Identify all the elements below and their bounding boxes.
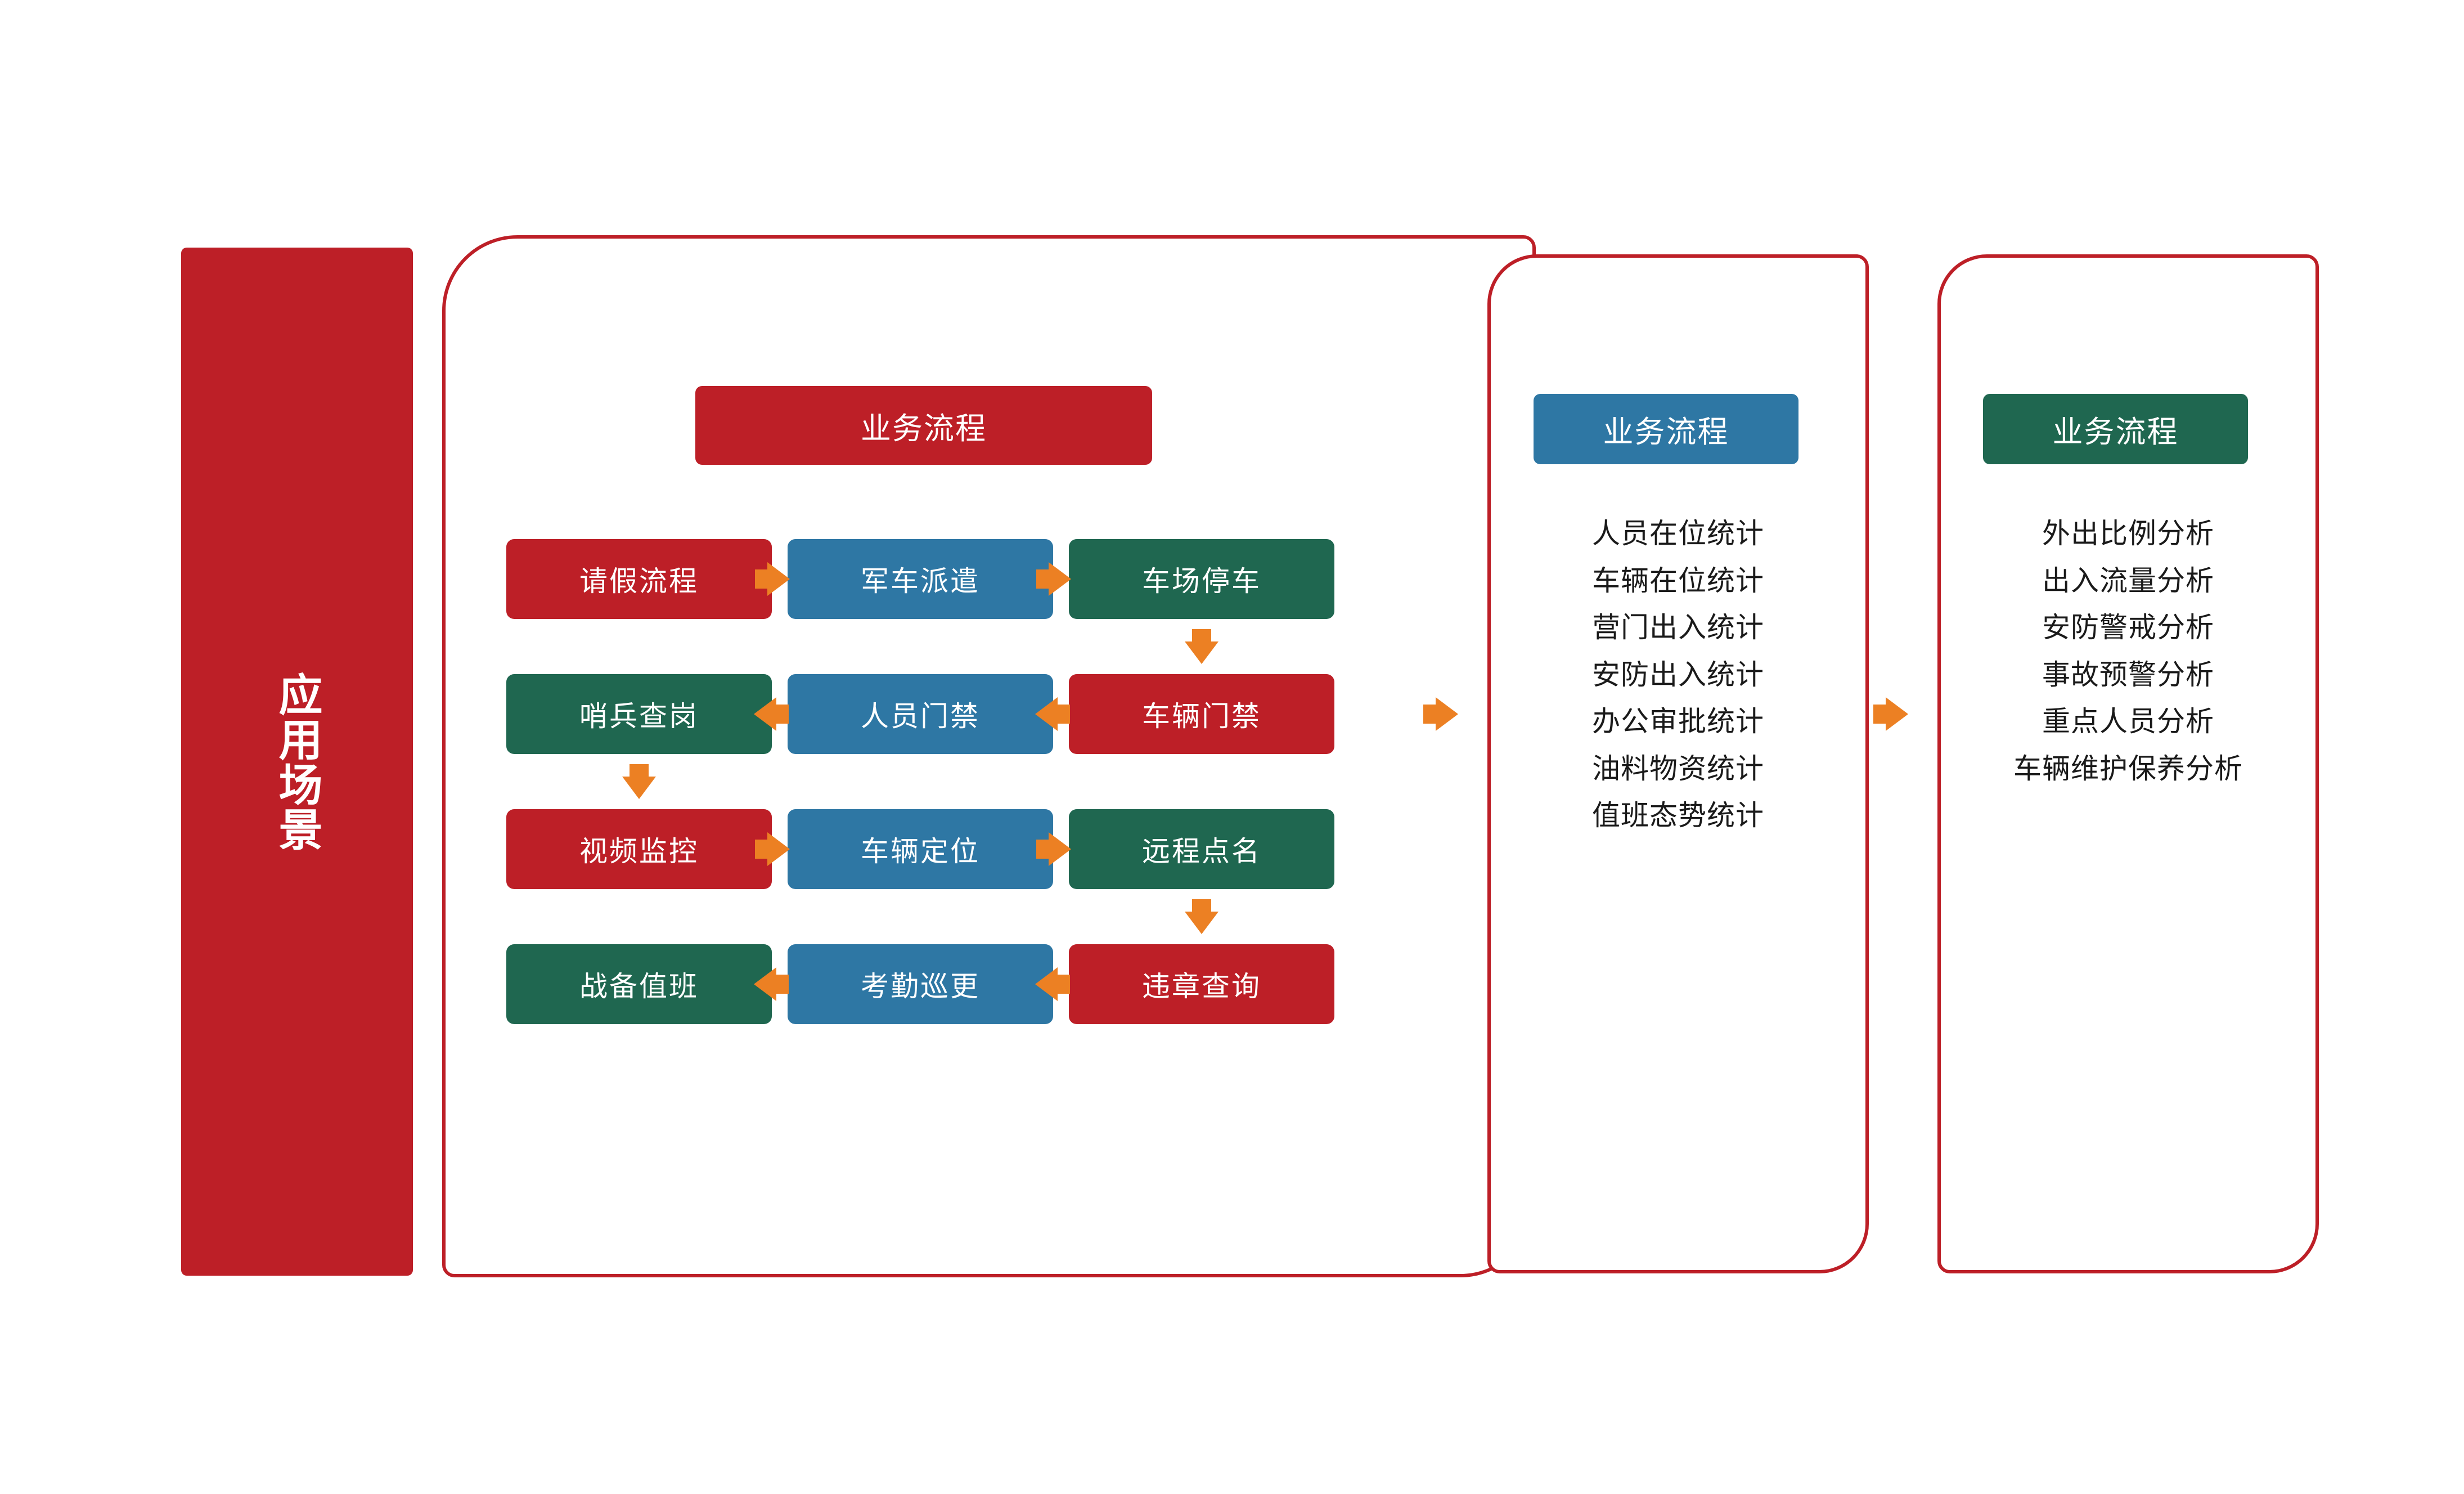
list-item[interactable]: 值班态势统计 — [1592, 800, 1764, 831]
arrow-panel1-to-panel2 — [1436, 697, 1458, 731]
flow-box-remote-roll-call[interactable]: 远程点名 — [1069, 809, 1334, 889]
list-item[interactable]: 事故预警分析 — [2042, 658, 2214, 690]
flow-box-leave-process[interactable]: 请假流程 — [506, 539, 772, 619]
flow-box-label: 考勤巡更 — [861, 971, 980, 1002]
analysis-panel-header-label: 业务流程 — [2052, 415, 2179, 449]
arrow-right-r1a — [767, 562, 790, 596]
arrow-right-tail-r1b — [1036, 569, 1049, 589]
arrow-right-tail-r1a — [755, 569, 767, 589]
flow-box-violation-query[interactable]: 违章查询 — [1069, 944, 1334, 1024]
arrow-left-tail-r2a — [776, 705, 789, 724]
flow-box-personnel-access[interactable]: 人员门禁 — [788, 674, 1053, 754]
list-item[interactable]: 外出比例分析 — [2042, 518, 2214, 549]
arrow-left-r2a — [754, 697, 776, 731]
arrow-down-c3b — [1185, 912, 1218, 934]
flow-panel-header: 业务流程 — [695, 386, 1152, 465]
stats-item-list: 人员在位统计 车辆在位统计 营门出入统计 安防出入统计 办公审批统计 油料物资统… — [1487, 518, 1869, 832]
flow-box-label: 违章查询 — [1142, 971, 1261, 1002]
flow-box-label: 军车派遣 — [861, 566, 980, 597]
list-item[interactable]: 安防警戒分析 — [2042, 612, 2214, 643]
arrow-left-r2b — [1035, 697, 1058, 731]
arrow-down-c1 — [622, 777, 656, 799]
arrow-right-r3b — [1049, 832, 1071, 866]
flow-box-parking-lot[interactable]: 车场停车 — [1069, 539, 1334, 619]
list-item[interactable]: 安防出入统计 — [1592, 658, 1764, 690]
arrow-right-r1b — [1049, 562, 1071, 596]
list-item[interactable]: 人员在位统计 — [1592, 518, 1764, 549]
stats-panel-header-label: 业务流程 — [1603, 415, 1729, 449]
arrow-right-r3a — [767, 832, 790, 866]
list-item[interactable]: 出入流量分析 — [2042, 564, 2214, 596]
flow-panel-header-label: 业务流程 — [861, 411, 987, 446]
arrow-down-c3 — [1185, 641, 1218, 664]
flow-box-label: 请假流程 — [579, 566, 699, 597]
arrow-panel1-to-panel2-tail — [1423, 705, 1436, 724]
flow-box-label: 战备值班 — [579, 971, 699, 1002]
list-item[interactable]: 车辆维护保养分析 — [2013, 752, 2243, 784]
flow-box-label: 远程点名 — [1142, 836, 1261, 867]
flow-box-attendance-patrol[interactable]: 考勤巡更 — [788, 944, 1053, 1024]
arrow-right-tail-r3b — [1036, 840, 1049, 859]
arrow-left-tail-r2b — [1058, 705, 1070, 724]
arrow-panel2-to-panel3-tail — [1873, 705, 1886, 724]
arrow-left-tail-r4a — [776, 975, 789, 994]
flow-box-label: 视频监控 — [579, 836, 699, 867]
application-scenario-banner: 应用场景 — [181, 248, 413, 1276]
list-item[interactable]: 营门出入统计 — [1592, 612, 1764, 643]
list-item[interactable]: 办公审批统计 — [1592, 706, 1764, 737]
flow-box-label: 人员门禁 — [861, 701, 980, 732]
flow-box-vehicle-access[interactable]: 车辆门禁 — [1069, 674, 1334, 754]
flow-box-label: 车辆定位 — [861, 836, 980, 867]
arrow-right-tail-r3a — [755, 840, 767, 859]
flow-box-combat-readiness-duty[interactable]: 战备值班 — [506, 944, 772, 1024]
flow-box-vehicle-positioning[interactable]: 车辆定位 — [788, 809, 1053, 889]
flow-box-video-surveillance[interactable]: 视频监控 — [506, 809, 772, 889]
flow-box-label: 哨兵查岗 — [579, 701, 699, 732]
flow-box-sentry-check[interactable]: 哨兵查岗 — [506, 674, 772, 754]
list-item[interactable]: 油料物资统计 — [1592, 752, 1764, 784]
arrow-left-r4a — [754, 967, 776, 1001]
arrow-down-tail-c3b — [1192, 899, 1211, 912]
arrow-left-r4b — [1035, 967, 1058, 1001]
arrow-left-tail-r4b — [1058, 975, 1070, 994]
stats-panel-header: 业务流程 — [1534, 394, 1798, 464]
arrow-down-tail-c1 — [630, 764, 649, 777]
analysis-panel-header: 业务流程 — [1983, 394, 2248, 464]
arrow-panel2-to-panel3 — [1886, 697, 1908, 731]
analysis-item-list: 外出比例分析 出入流量分析 安防警戒分析 事故预警分析 重点人员分析 车辆维护保… — [1937, 518, 2319, 785]
arrow-down-tail-c3 — [1192, 629, 1211, 641]
application-scenario-label: 应用场景 — [272, 671, 322, 852]
flow-box-label: 车辆门禁 — [1142, 701, 1261, 732]
flow-box-label: 车场停车 — [1142, 566, 1261, 597]
list-item[interactable]: 车辆在位统计 — [1592, 564, 1764, 596]
flow-box-military-vehicle-dispatch[interactable]: 军车派遣 — [788, 539, 1053, 619]
list-item[interactable]: 重点人员分析 — [2042, 706, 2214, 737]
